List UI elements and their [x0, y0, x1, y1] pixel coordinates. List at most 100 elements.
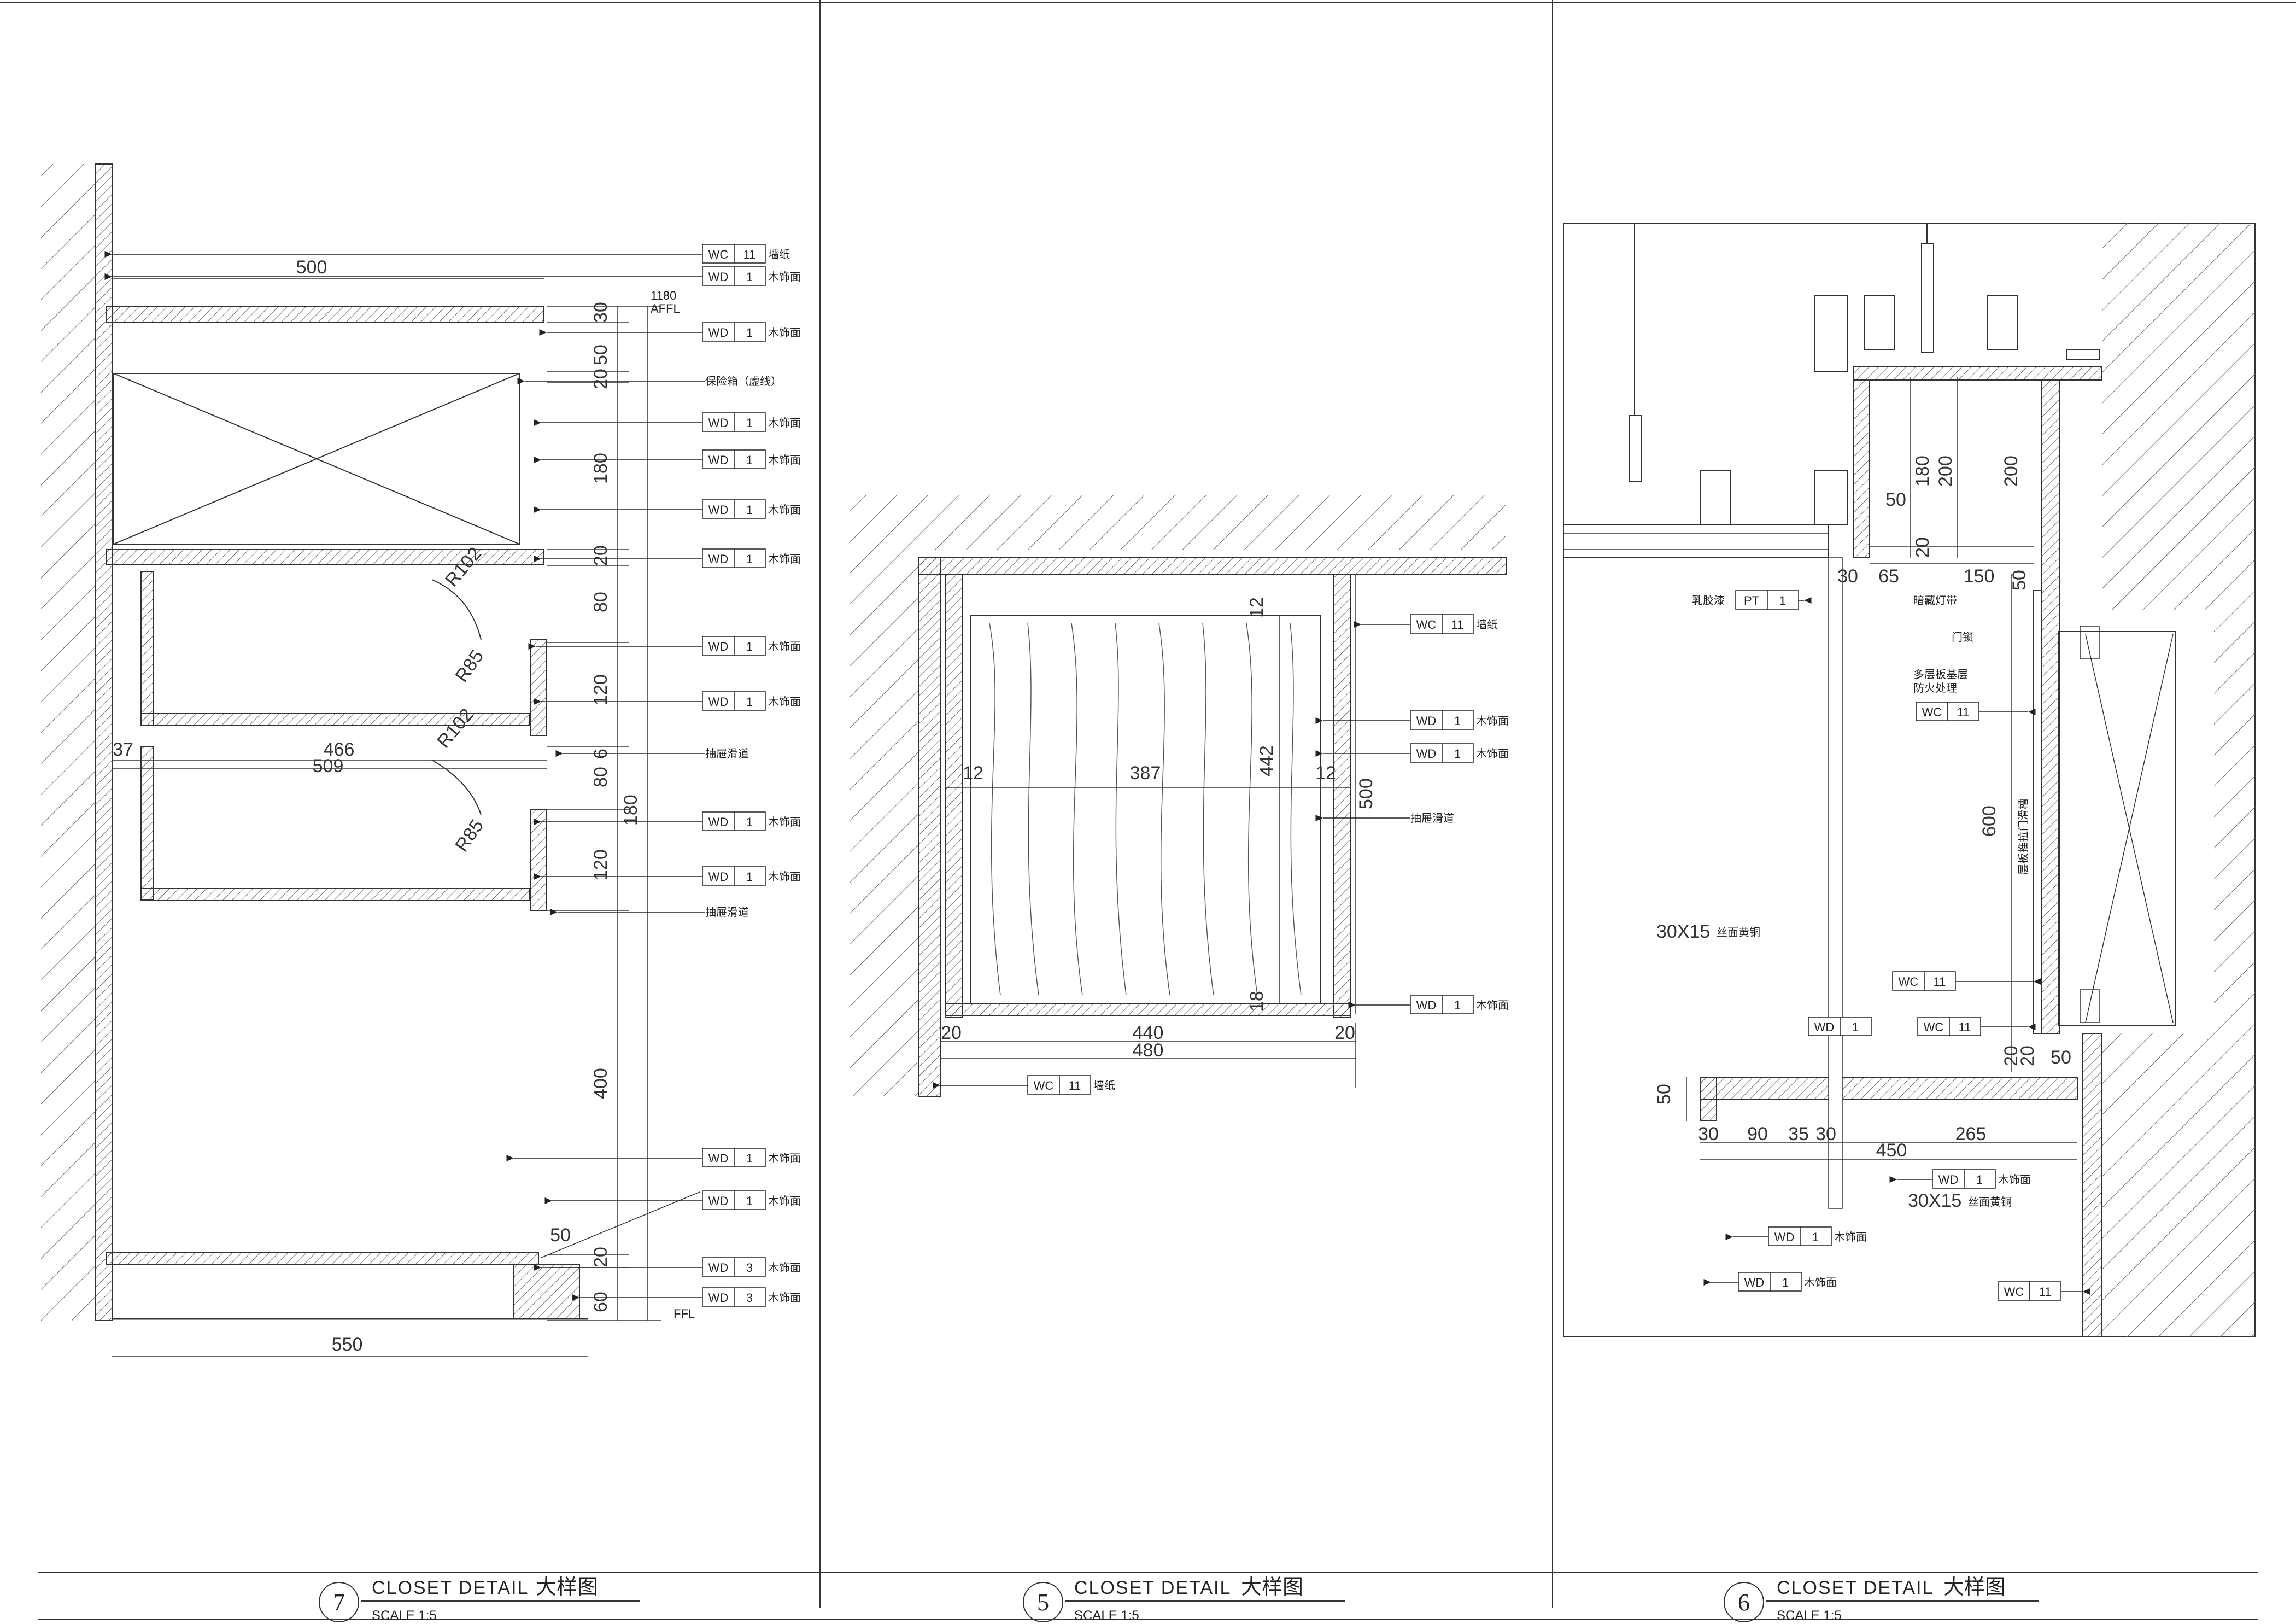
- dim-50c: 50: [2051, 1047, 2071, 1068]
- detail-number: 6: [1738, 1589, 1750, 1616]
- door-frame: [2058, 631, 2176, 1026]
- callout-code: WD: [708, 503, 729, 517]
- drawer-lower: [140, 746, 547, 911]
- panel-5-drawing: [850, 495, 1507, 1097]
- dim-180a: 180: [590, 453, 611, 484]
- title-en: CLOSET DETAIL: [372, 1578, 529, 1598]
- radius-r102b: R102: [433, 704, 477, 752]
- callout-code-box: [1027, 1075, 1060, 1095]
- dim-60: 60: [590, 1292, 611, 1312]
- callout-code-box: [702, 691, 735, 711]
- callout-code: WD: [708, 326, 729, 340]
- callout-label: 木饰面: [768, 1292, 801, 1304]
- callout-num: 1: [746, 695, 753, 709]
- title-block-5: 5 CLOSET DETAIL 大样图 SCALE 1:5: [1023, 1576, 1345, 1623]
- material-callout: 抽屉滑道: [550, 906, 749, 919]
- dim-37: 37: [113, 739, 133, 760]
- label-vertical-note: 层板推拉门滑槽: [2017, 798, 2030, 875]
- callout-label: 抽屉滑道: [705, 747, 749, 760]
- callout-num: 1: [1852, 1020, 1859, 1034]
- dim-50: 50: [590, 344, 611, 365]
- cabinet-right-panel: [1333, 574, 1351, 1018]
- base-shelf: [106, 1252, 539, 1265]
- ceiling-drop: [1853, 379, 1870, 558]
- dim-600: 600: [1979, 805, 2000, 837]
- dim-550: 550: [332, 1334, 363, 1355]
- safe-box: [113, 373, 520, 545]
- callout-code: WC: [708, 248, 729, 261]
- callout-label: 木饰面: [768, 871, 801, 883]
- cabinet-base: [945, 1003, 1351, 1016]
- panel-5-dimensions: 12 12 12 18 387 442 500 20 440 480 20: [941, 597, 1377, 1061]
- dim-480: 480: [1133, 1040, 1164, 1061]
- right-wall-finish: [2082, 1033, 2102, 1337]
- callout-code-box: [1768, 1226, 1801, 1246]
- callout-num-box: [1964, 1169, 1996, 1189]
- scale: SCALE 1:5: [1074, 1608, 1139, 1623]
- callout-num-box: [734, 412, 766, 432]
- callout-code: WD: [708, 1261, 729, 1275]
- detail-number: 5: [1037, 1589, 1049, 1616]
- callout-label: 墙纸: [1476, 618, 1498, 631]
- callout-num-box: [1442, 710, 1474, 730]
- material-callout: 抽屉滑道: [555, 747, 749, 760]
- callout-label: 木饰面: [768, 271, 801, 283]
- callout-num: 11: [1959, 1020, 1971, 1034]
- callout-num: 1: [1454, 998, 1461, 1012]
- callout-num: 1: [746, 453, 753, 467]
- callout-code-box: [702, 548, 735, 568]
- callout-code: WD: [708, 1194, 729, 1208]
- counter-face: [1700, 1077, 1717, 1121]
- callout-num: 11: [2039, 1285, 2052, 1299]
- mid-shelf: [106, 549, 544, 565]
- wall-hatch-left: [850, 550, 918, 1096]
- callout-label: 抽屉滑道: [1410, 812, 1454, 825]
- upper-ceiling: [1853, 366, 2102, 381]
- callout-code: WD: [1744, 1276, 1765, 1289]
- label-door-lock: 门锁: [1952, 631, 1973, 644]
- wall-hatch-right: [2102, 223, 2255, 1337]
- callout-num: 1: [746, 1152, 753, 1165]
- callout-label: 木饰面: [768, 1261, 801, 1274]
- callout-code-box: [1410, 743, 1443, 763]
- dim-265: 265: [1955, 1124, 1987, 1144]
- label-brass-b: 丝面黄铜: [1968, 1196, 2012, 1208]
- dim-20b: 20: [2001, 1045, 2022, 1066]
- callout-num: 1: [1454, 714, 1461, 728]
- callout-num-box: [734, 636, 766, 656]
- callout-num-box: [734, 548, 766, 568]
- title-cn: 大样图: [1241, 1576, 1303, 1599]
- radius-r85b: R85: [451, 816, 488, 856]
- callout-code: WC: [2004, 1285, 2024, 1299]
- callout-code-box: [1998, 1281, 2030, 1301]
- callout-num: 1: [1454, 747, 1461, 761]
- detail-number-circle: [319, 1582, 359, 1622]
- callout-num-box: [734, 1287, 766, 1307]
- material-callout: 抽屉滑道: [1315, 812, 1454, 825]
- callout-num: 1: [746, 552, 753, 566]
- callout-code: WD: [1416, 714, 1437, 728]
- level-affl-value: 1180: [651, 289, 676, 302]
- callout-num: 1: [746, 870, 753, 884]
- plinth: [513, 1264, 580, 1319]
- dim-65: 65: [1878, 566, 1899, 587]
- callout-code-box: [702, 1257, 735, 1277]
- callout-code-box: [702, 636, 735, 656]
- title-cn: 大样图: [1943, 1576, 2006, 1599]
- ceiling-slab: [1563, 524, 1829, 558]
- dim-180: 180: [1912, 455, 1933, 487]
- ceiling-hatch: [850, 495, 1506, 550]
- callout-num: 1: [746, 1194, 753, 1208]
- dim-180b: 180: [620, 795, 641, 826]
